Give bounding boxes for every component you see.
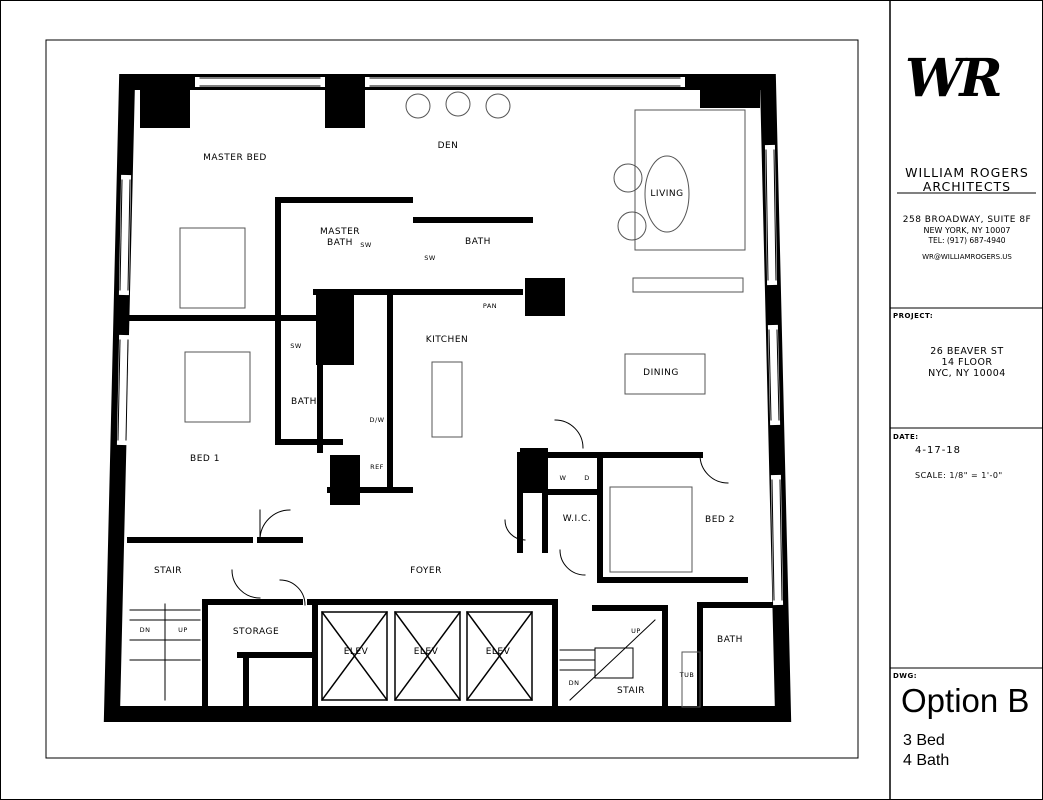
room-foyer: FOYER: [410, 566, 442, 576]
label-dryer: D: [584, 474, 590, 482]
room-dining: DINING: [643, 368, 679, 378]
room-bath: BATH: [465, 237, 491, 247]
label-washer: W: [559, 474, 567, 482]
room-bed-2: BED 2: [705, 515, 735, 525]
drawing-frame: [45, 39, 859, 759]
drawing-caption: DWG:: [893, 672, 918, 680]
firm-phone: TEL: (917) 687-4940: [928, 236, 1006, 245]
project-address-3: NYC, NY 10004: [928, 368, 1006, 379]
label-tub: TUB: [679, 671, 695, 679]
firm-name: WILLIAM ROGERS: [905, 165, 1029, 180]
label-dishwasher: D/W: [369, 416, 385, 424]
room-storage: STORAGE: [232, 627, 280, 637]
bed-count: 3 Bed: [903, 732, 945, 749]
drawing-title: Option B: [901, 682, 1030, 719]
label-refrigerator: REF: [370, 463, 384, 471]
firm-logo: WR: [905, 48, 1003, 109]
room-bed-1: BED 1: [190, 454, 220, 464]
project-address-2: 14 FLOOR: [941, 357, 993, 368]
walls: [103, 74, 792, 722]
date-value: 4-17-18: [915, 445, 962, 456]
firm-email: WR@WILLIAMROGERS.US: [922, 253, 1012, 261]
room-den: DEN: [437, 141, 459, 151]
label-down: DN: [139, 626, 151, 634]
label-pantry: PAN: [482, 302, 498, 310]
room-kitchen: KITCHEN: [425, 335, 469, 345]
project-address-1: 26 BEAVER ST: [930, 346, 1004, 357]
label-shower: SW: [424, 254, 436, 262]
label-shower: SW: [360, 241, 372, 249]
room-bath: BATH: [717, 635, 743, 645]
firm-address-2: NEW YORK, NY 10007: [923, 226, 1011, 235]
label-up: UP: [631, 627, 641, 635]
room-elevator: ELEV: [343, 647, 369, 657]
room-wic: W.I.C.: [562, 514, 592, 524]
label-down: DN: [568, 679, 580, 687]
room-bath: BATH: [291, 397, 317, 407]
label-up: UP: [178, 626, 188, 634]
room-elevator: ELEV: [485, 647, 511, 657]
date-caption: DATE:: [893, 433, 919, 441]
label-shower: SW: [290, 342, 302, 350]
bath-count: 4 Bath: [903, 752, 950, 769]
firm-address-1: 258 BROADWAY, SUITE 8F: [902, 215, 1032, 225]
project-caption: PROJECT:: [893, 312, 934, 320]
room-master-bed: MASTER BED: [203, 153, 267, 163]
scale-value: SCALE: 1/8" = 1'-0": [915, 471, 1003, 480]
room-elevator: ELEV: [413, 647, 439, 657]
room-living: LIVING: [650, 189, 684, 199]
firm-subtitle: ARCHITECTS: [922, 179, 1012, 194]
room-stair: STAIR: [616, 686, 646, 696]
room-stair: STAIR: [153, 566, 183, 576]
room-master-bath: MASTER BATH: [319, 227, 361, 248]
